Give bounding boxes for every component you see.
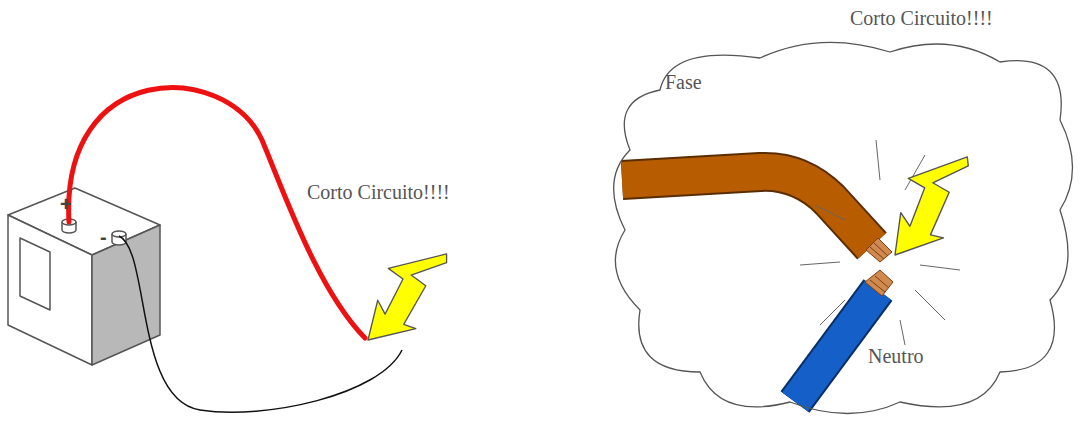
wire-label: Neutro	[868, 344, 924, 368]
neutral-wire	[795, 270, 893, 402]
wire-label: Fase	[665, 70, 702, 94]
black-wire	[119, 236, 402, 412]
phase-wire	[622, 172, 892, 262]
cloud-outline	[600, 0, 1081, 423]
lightning-arrow	[341, 234, 470, 357]
polarity-sign: -	[100, 225, 107, 249]
polarity-sign: +	[60, 192, 72, 216]
callout-text: Corto Circuito!!!!	[305, 180, 452, 204]
red-wire	[69, 88, 365, 338]
lightning-arrow	[864, 138, 996, 271]
cloud-heading: Corto Circuito!!!!	[850, 6, 993, 30]
cloud-shape: Corto Circuito!!!! FaseNeutro	[600, 0, 1081, 423]
